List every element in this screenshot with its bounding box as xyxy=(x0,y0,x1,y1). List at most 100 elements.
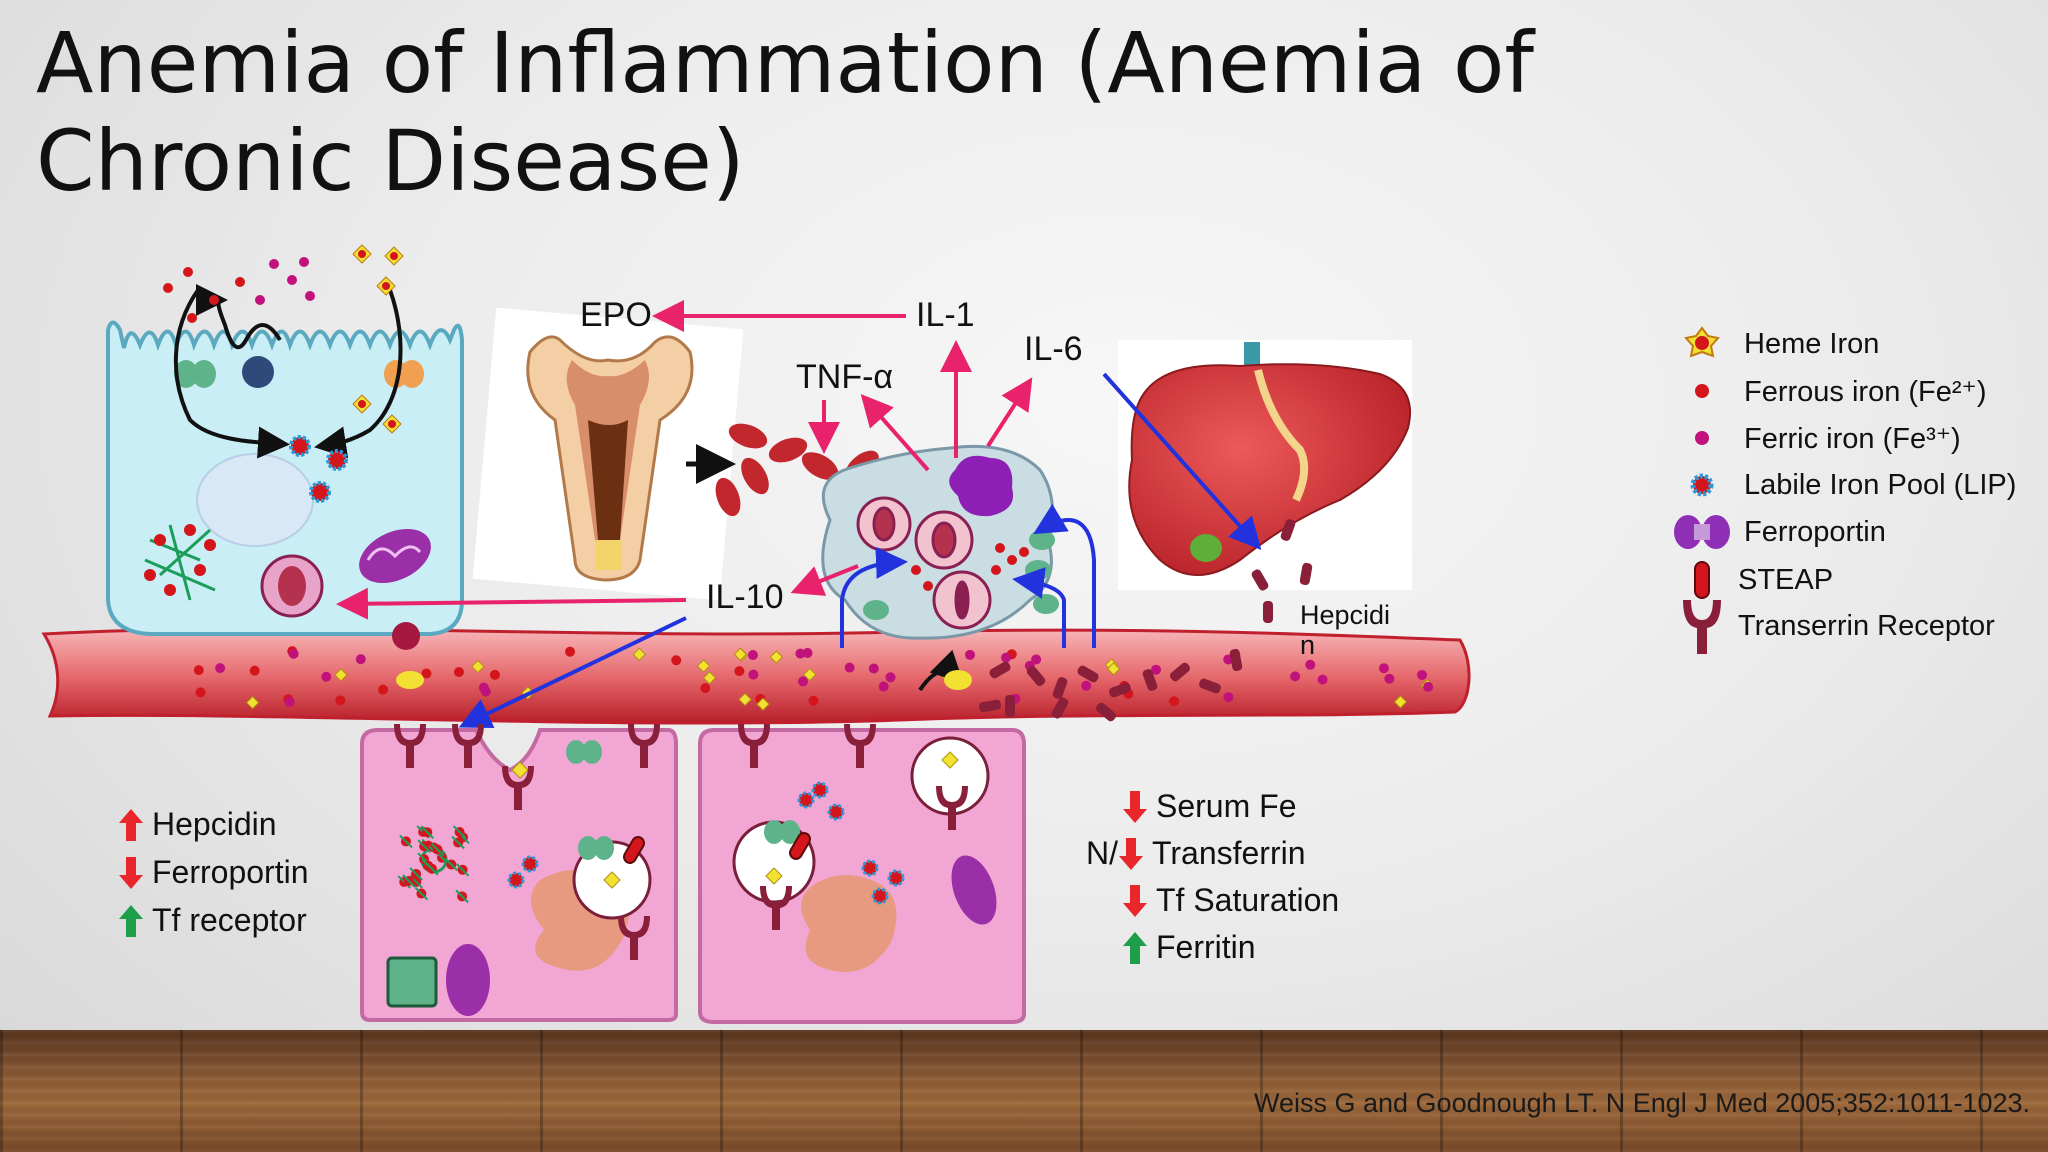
ferritin-strand xyxy=(409,867,423,881)
heme-iron-core xyxy=(388,420,396,428)
ferritin-strand xyxy=(414,886,429,901)
ferric-iron-particle xyxy=(748,669,759,680)
hepcidin-molecule xyxy=(1280,519,1296,541)
heme-iron-core xyxy=(358,250,366,258)
ferric-iron-particle xyxy=(355,654,366,665)
cell-iron-particles xyxy=(397,740,959,905)
labile-iron-pool-particle xyxy=(797,791,815,809)
ferric-iron-particle xyxy=(885,672,896,683)
ferritin-strand xyxy=(444,857,458,872)
transferrin-receptors xyxy=(394,724,968,960)
indicator-tf-receptor: Tf receptor xyxy=(118,902,307,939)
ferrous-iron-particle xyxy=(453,667,464,678)
ferric-iron-particle xyxy=(1223,692,1234,703)
hepcidin-molecule xyxy=(1052,677,1068,699)
transferrin-receptor xyxy=(502,766,534,810)
hepcidin-molecule xyxy=(1229,648,1243,672)
steap-icon xyxy=(1672,560,1732,600)
legend-label: Heme Iron xyxy=(1744,327,1880,360)
transferrin-iron-particle xyxy=(396,671,424,689)
transferrin-iron-particle xyxy=(941,751,959,769)
ferrous-iron-particle xyxy=(421,668,432,679)
steap-protein xyxy=(623,836,645,864)
hepcidin-molecule xyxy=(978,699,1002,713)
transferrin-receptor xyxy=(452,724,484,768)
transferrin-iron-particle xyxy=(1106,662,1121,676)
ferritin-strand xyxy=(455,863,470,877)
indicator-ferritin: Ferritin xyxy=(1122,929,1256,966)
ferrous-iron-particle xyxy=(378,684,389,695)
epo-label: EPO xyxy=(580,296,652,334)
hepcidin-arrows xyxy=(458,372,1262,728)
arrow-up-icon xyxy=(119,904,143,937)
ferroportin-protein xyxy=(582,740,602,764)
legend-item-heme-iron: Heme Iron xyxy=(1672,324,1879,364)
ferric-iron-particle xyxy=(1290,671,1301,682)
ferrous-iron-icon xyxy=(1672,371,1732,411)
transferrin-iron-particle xyxy=(696,659,711,673)
heme-iron-icon xyxy=(1672,324,1732,364)
ferric-iron-particle xyxy=(1417,669,1428,680)
liver-image xyxy=(1118,340,1412,590)
arrow-down-icon xyxy=(1119,837,1143,870)
hepcidin-molecule xyxy=(1251,569,1269,591)
hepcidin-molecule xyxy=(989,661,1011,679)
indicator-label: Transferrin xyxy=(1152,835,1306,871)
ferroportin-exit xyxy=(392,622,420,650)
heme-iron-core xyxy=(382,282,390,290)
indicator-serum-fe: Serum Fe xyxy=(1122,788,1296,825)
labile-iron-pool-particle xyxy=(871,887,889,905)
labile-iron-pool-particle xyxy=(521,855,539,873)
hepcidin-molecule xyxy=(1199,678,1221,694)
ferrous-iron-particle xyxy=(1169,696,1180,707)
legend-label: STEAP xyxy=(1738,563,1834,596)
citation: Weiss G and Goodnough LT. N Engl J Med 2… xyxy=(1253,1088,2030,1118)
indicator-prefix: N/ xyxy=(1086,835,1118,871)
hepcidin-molecule xyxy=(1077,665,1099,683)
ferric-iron-particle xyxy=(844,662,855,673)
slide-title: Anemia of Inflammation (Anemia of Chroni… xyxy=(36,14,1534,210)
ferritin-strand xyxy=(455,889,469,904)
labile-iron-pool-particle xyxy=(507,871,525,889)
indicator-label: Tf Saturation xyxy=(1156,882,1340,918)
il1-label: IL-1 xyxy=(916,296,975,334)
iron-particle xyxy=(305,291,315,301)
ferrous-iron-particle xyxy=(700,683,711,694)
ferric-iron-particle xyxy=(747,650,758,661)
ferric-iron-particle xyxy=(1305,659,1316,670)
ferric-iron-particle xyxy=(1081,680,1092,691)
transferrin-iron-particle xyxy=(738,692,752,707)
arrow-down-icon xyxy=(1123,884,1147,917)
ferrous-iron-particle xyxy=(671,655,682,666)
indicator-transferrin: N/ Transferrin xyxy=(1086,835,1306,872)
ferric-iron-particle xyxy=(878,681,889,692)
transferrin-iron-particle xyxy=(632,647,646,662)
hepcidin-molecule xyxy=(1109,682,1131,698)
wood-floor-background xyxy=(0,1030,2048,1152)
tnf-alpha-label: TNF-α xyxy=(796,358,894,396)
labile-iron-pool-particle xyxy=(827,803,845,821)
ferric-iron-particle xyxy=(1423,681,1434,692)
legend-label: Transerrin Receptor xyxy=(1738,609,1995,642)
labile-iron-pool-icon xyxy=(1672,465,1732,505)
il10-label: IL-10 xyxy=(706,578,784,616)
ferric-iron-particle xyxy=(1317,674,1328,685)
hepcidin-molecule xyxy=(1142,669,1158,691)
indicator-label: Tf receptor xyxy=(152,902,307,938)
indicator-tf-saturation: Tf Saturation xyxy=(1122,882,1339,919)
transferrin-iron-particle xyxy=(334,668,348,682)
ferric-iron-particle xyxy=(1001,652,1012,663)
iron-recycling-arrows xyxy=(840,503,1096,648)
ferrous-iron-particle xyxy=(489,669,500,680)
ferroportin-protein xyxy=(764,820,784,844)
iron-particle xyxy=(183,267,193,277)
ferrous-iron-particle xyxy=(249,665,260,676)
transferrin-receptor xyxy=(738,724,770,768)
legend-label: Labile Iron Pool (LIP) xyxy=(1744,468,2017,501)
hepcidin-molecule xyxy=(1299,562,1313,586)
iron-particle xyxy=(255,295,265,305)
ferrous-iron-particle xyxy=(565,646,576,657)
ferritin-strand xyxy=(399,834,413,849)
